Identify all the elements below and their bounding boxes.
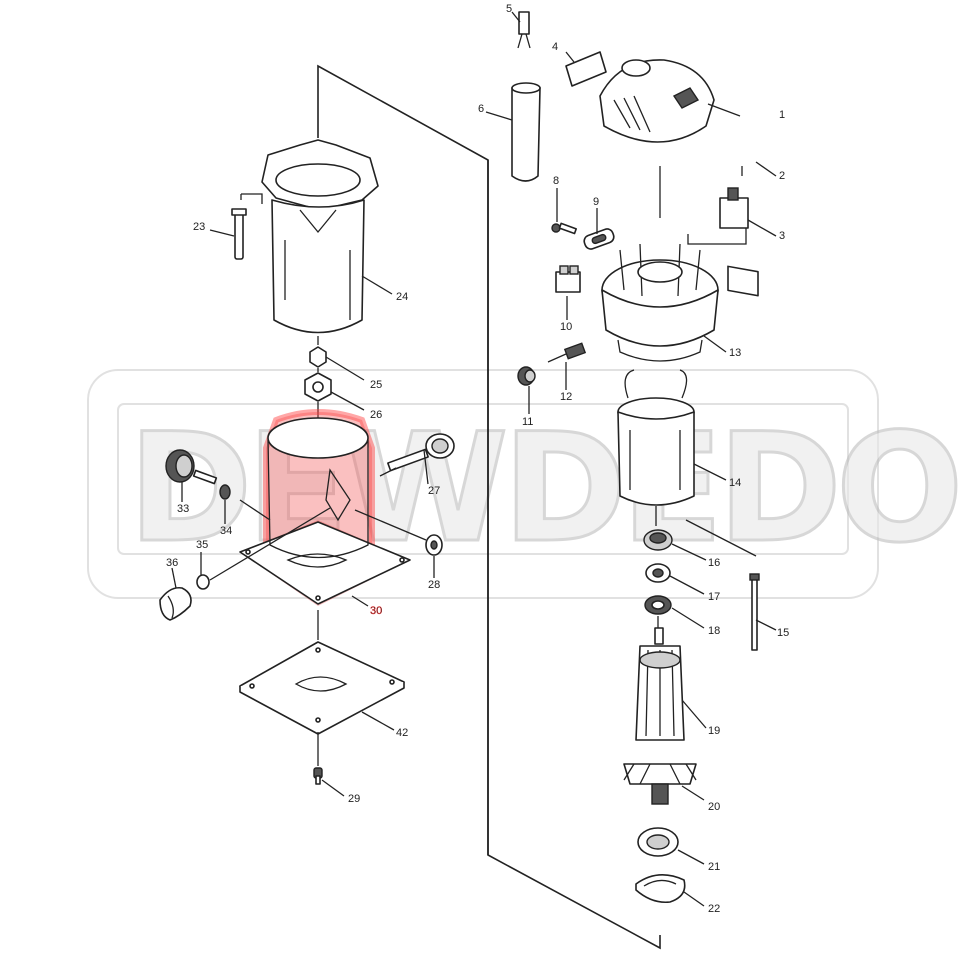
part-5-lead [517,11,531,49]
label-part-23: 23 [193,221,205,233]
part-26-nut [304,372,332,402]
label-part-34: 34 [220,525,232,537]
part-3-switch [687,187,749,245]
part-25-nut [309,346,327,368]
part-18-bearing [644,595,672,615]
label-part-14: 14 [729,477,741,489]
part-2-capacitor [727,166,759,297]
part-21-bearing [637,827,679,857]
label-part-3: 3 [779,230,785,242]
part-28-nut [354,509,443,556]
label-part-30: 30 [370,605,382,617]
label-part-21: 21 [708,861,720,873]
label-part-11: 11 [522,416,533,428]
label-part-4: 4 [552,41,558,53]
watermark: DEWDEDO [87,369,960,599]
label-part-20: 20 [708,801,720,813]
label-part-19: 19 [708,725,720,737]
part-labels: 1 2 3 4 5 6 8 9 10 11 12 13 14 15 16 17 … [166,3,789,915]
label-part-18: 18 [708,625,720,637]
part-16-bearing-seat [643,529,673,551]
part-15-bolt [749,573,760,651]
part-12-carbon-brush [547,342,587,363]
part-6-cord-guard [511,82,541,182]
label-part-42: 42 [396,727,408,739]
label-part-5: 5 [506,3,512,15]
label-part-9: 9 [593,196,599,208]
part-17-bearing [645,563,671,583]
label-part-36: 36 [166,557,178,569]
part-42-base-plate [239,641,405,735]
part-8-screw [551,222,578,235]
part-27-knob-bolt [379,433,455,477]
part-35-washer [196,507,331,590]
part-22-dust-seal [635,874,686,904]
leader-lines [171,11,777,907]
label-part-26: 26 [370,409,382,421]
label-part-22: 22 [708,903,720,915]
part-10-terminal [555,265,581,293]
label-part-10: 10 [560,321,572,333]
part-19-armature [635,627,685,741]
part-9-brush-holder [583,228,615,250]
label-part-17: 17 [708,591,720,603]
part-20-fan [623,763,697,805]
part-13-motor-housing [601,243,719,362]
label-part-6: 6 [478,103,484,115]
part-11-brush-cap [517,366,536,386]
label-part-28: 28 [428,579,440,591]
label-part-2: 2 [779,170,785,182]
label-part-1: 1 [779,109,785,121]
part-4-label [565,51,607,87]
part-36-lever [159,586,192,621]
part-33-knob-screw [165,449,218,485]
label-part-13: 13 [729,347,741,359]
part-34-washer [219,484,271,521]
part-29-screw [313,767,323,785]
label-part-8: 8 [553,175,559,187]
label-part-12: 12 [560,391,572,403]
label-part-35: 35 [196,539,208,551]
label-part-29: 29 [348,793,360,805]
label-part-15: 15 [777,627,789,639]
label-part-25: 25 [370,379,382,391]
part-24-base-housing [261,139,379,334]
label-part-27: 27 [428,485,440,497]
label-part-16: 16 [708,557,720,569]
part-23-screw [231,193,263,260]
label-part-24: 24 [396,291,408,303]
label-part-33: 33 [177,503,189,515]
assembly-frame-lines [317,64,661,950]
part-14-field-coil [617,369,695,506]
part-1-motor-cap [599,59,715,143]
